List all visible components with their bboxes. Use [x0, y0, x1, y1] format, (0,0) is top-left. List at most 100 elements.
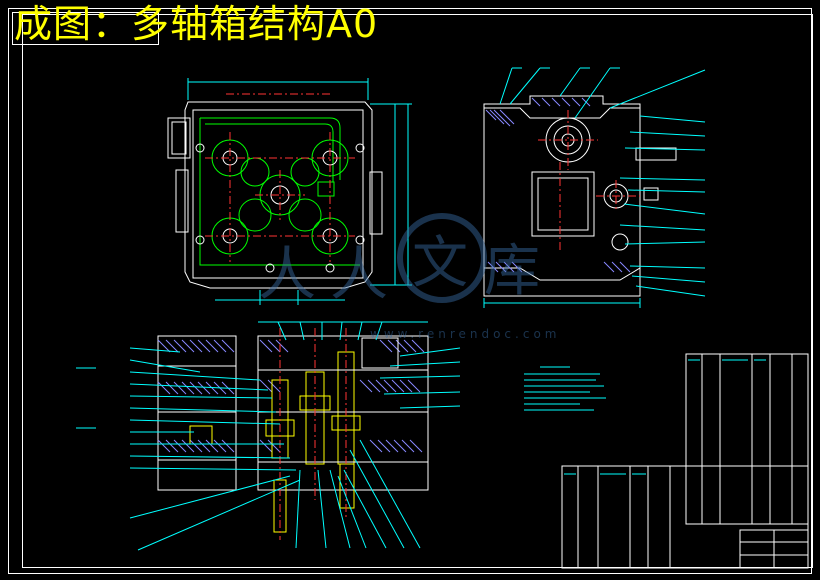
leader-line [399, 347, 461, 357]
leader-line [635, 285, 706, 297]
leader-line [129, 395, 273, 399]
gear-circle [240, 157, 270, 187]
leader-line [129, 475, 291, 519]
parts-list-lower [561, 465, 809, 569]
side-view-centerlines [538, 110, 640, 250]
hatch-lines [487, 261, 523, 273]
hatch-lines [157, 339, 235, 353]
left-side-pad [175, 169, 189, 233]
leader-line [295, 469, 301, 549]
side-view-outline [483, 95, 641, 297]
leader-line [609, 69, 706, 109]
leader-line [129, 347, 181, 353]
leader-line [129, 455, 291, 459]
drawing-title: 成图：多轴箱结构A0 [14, 2, 379, 46]
leader-line [359, 439, 421, 549]
leader-line [379, 375, 461, 379]
top-flange [484, 107, 640, 119]
gear-circle [238, 198, 272, 232]
side-view-hatch [485, 97, 631, 273]
watermark-glyph: 人 [258, 240, 316, 308]
bolt-hole [355, 235, 365, 245]
side-view-leaders [499, 67, 706, 297]
leader-line [619, 224, 706, 231]
left-lug [167, 117, 191, 159]
leader-line [277, 321, 287, 341]
main-section-view [257, 328, 429, 540]
leader-line [499, 67, 513, 105]
bolt-hole [355, 143, 365, 153]
left-section-hatch [157, 339, 235, 453]
spindle-extension [339, 463, 355, 509]
shaft-stub [643, 187, 659, 201]
main-section-hatch [259, 339, 425, 453]
bolt-hole [195, 143, 205, 153]
left-lug-inner [171, 121, 187, 155]
pump [317, 181, 335, 197]
hatch-lines [485, 109, 515, 127]
outer-frame [8, 8, 812, 574]
leader-line [639, 115, 706, 123]
leader-line [627, 189, 706, 193]
leader-line [129, 467, 297, 471]
leader-line [619, 177, 706, 181]
leader-line [329, 469, 351, 549]
front-view-outline [184, 101, 373, 289]
leader-line [624, 241, 706, 245]
parts-list [561, 353, 809, 569]
leader-line [574, 67, 611, 119]
left-section-view [157, 335, 237, 491]
hatch-lines [259, 339, 425, 353]
technical-notes [524, 366, 606, 411]
front-view-centerlines [205, 93, 355, 262]
spindle [305, 371, 325, 465]
inspection-cover [531, 171, 595, 237]
leader-line [343, 469, 387, 549]
leader-line [317, 469, 327, 549]
title-box [12, 12, 159, 45]
hatch-lines [259, 439, 423, 453]
watermark-glyph: 库 [484, 239, 540, 304]
bottom-flange [484, 267, 641, 281]
leader-line [129, 419, 281, 425]
bolt-hole [195, 235, 205, 245]
oil-pipe [205, 123, 334, 182]
leader-line [399, 405, 461, 409]
side-view [483, 95, 677, 308]
parts-list-upper [685, 353, 809, 525]
leader-line [349, 449, 405, 549]
front-view [167, 78, 412, 305]
leader-line [129, 407, 277, 413]
leader-line [629, 131, 706, 137]
leader-line [339, 321, 343, 341]
leader-line [631, 275, 706, 283]
front-view-dimensions [187, 78, 412, 305]
front-view-inner-frame [192, 109, 364, 279]
leader-line [559, 67, 581, 97]
leader-line [129, 383, 269, 391]
watermark-url: www.renrendoc.com [370, 327, 560, 341]
hatch-lines [603, 261, 631, 273]
main-section-centerlines [279, 328, 347, 540]
watermark-glyph: 文 [412, 231, 468, 296]
leader-line [629, 265, 706, 269]
leader-line [383, 391, 461, 395]
side-view-dimensions [483, 298, 641, 308]
inner-frame [22, 14, 813, 568]
hatch-lines [531, 97, 591, 107]
leader-line [624, 147, 706, 151]
leader-line [509, 67, 541, 105]
cover-plate [361, 337, 399, 369]
watermark-ring [397, 213, 487, 303]
left-section-outline [157, 335, 237, 491]
leader-line [623, 203, 706, 215]
leader-line [375, 321, 383, 341]
bolt-hole [265, 263, 275, 273]
watermark-glyph: 人 [330, 240, 388, 308]
leader-line [357, 321, 363, 341]
leader-line [337, 475, 367, 549]
oil-return-line [199, 118, 360, 266]
leader-line [389, 361, 461, 367]
leader-line [129, 371, 261, 381]
